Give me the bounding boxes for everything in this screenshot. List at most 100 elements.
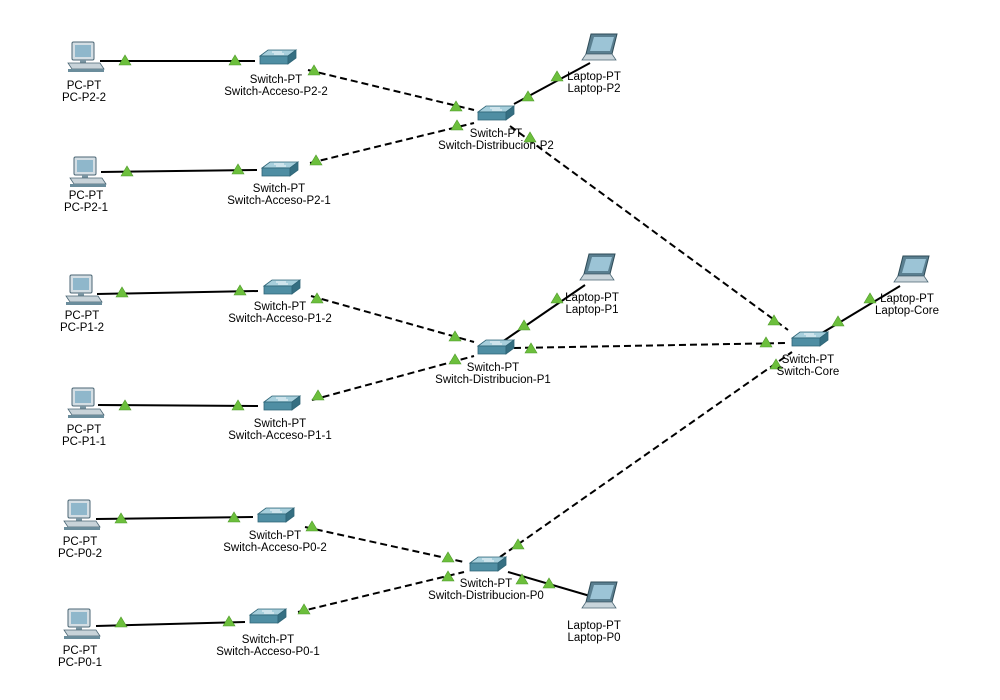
device-name-text: Laptop-Core xyxy=(875,305,939,317)
link-sw-d-p2-to-sw-core[interactable] xyxy=(509,125,789,331)
device-model-text: Switch-PT xyxy=(253,301,307,313)
laptop-icon[interactable] xyxy=(581,33,618,61)
switch-icon[interactable] xyxy=(790,331,830,347)
link-up-indicator xyxy=(233,284,247,296)
device-model-text: Laptop-PT xyxy=(880,293,934,305)
device-model-text: Switch-PT xyxy=(469,128,523,140)
link-up-indicator xyxy=(305,520,319,532)
link-up-indicator xyxy=(441,551,455,563)
device-name-text: Switch-Acceso-P0-2 xyxy=(223,542,327,554)
pc-icon[interactable] xyxy=(69,156,107,187)
link-up-indicator xyxy=(517,319,531,331)
device-name-text: PC-P1-1 xyxy=(61,436,107,448)
devices-layer xyxy=(63,33,930,639)
link-up-indicator xyxy=(769,358,783,370)
switch-icon[interactable] xyxy=(258,49,298,65)
device-name-text: Switch-Acceso-P1-2 xyxy=(228,313,332,325)
link-up-indicator xyxy=(231,163,245,175)
device-name-text: Switch-Distribucion-P1 xyxy=(435,374,551,386)
link-up-indicator xyxy=(222,615,236,627)
device-model-text: PC-PT xyxy=(64,310,100,322)
link-sw-a-p2-2-to-sw-d-p2[interactable] xyxy=(307,69,475,111)
device-name-text: Laptop-P2 xyxy=(567,83,621,95)
link-up-indicator xyxy=(767,314,781,326)
link-up-indicator xyxy=(118,399,132,411)
link-up-indicator xyxy=(542,577,556,589)
device-name-text: Switch-Acceso-P1-1 xyxy=(228,430,332,442)
device-model-text: PC-PT xyxy=(68,190,104,202)
device-model-text: Switch-PT xyxy=(248,530,302,542)
link-sw-a-p2-1-to-sw-d-p2[interactable] xyxy=(309,122,475,164)
link-up-indicator xyxy=(515,573,529,585)
switch-icon[interactable] xyxy=(262,279,302,295)
device-name-text: Laptop-P0 xyxy=(567,632,621,644)
device-model-text: Switch-PT xyxy=(241,634,295,646)
device-model-text: PC-PT xyxy=(62,645,98,657)
pc-icon[interactable] xyxy=(65,274,103,305)
switch-icon[interactable] xyxy=(262,395,302,411)
device-model-text: Switch-PT xyxy=(249,74,303,86)
device-model-text: Laptop-PT xyxy=(567,71,621,83)
link-up-indicator xyxy=(863,292,877,304)
device-model-text: Switch-PT xyxy=(459,578,513,590)
pc-icon[interactable] xyxy=(63,499,101,530)
link-sw-a-p1-1-to-sw-d-p1[interactable] xyxy=(311,355,475,401)
pc-icon[interactable] xyxy=(67,387,105,418)
switch-icon[interactable] xyxy=(260,161,300,177)
switch-icon[interactable] xyxy=(248,608,288,624)
switch-icon[interactable] xyxy=(256,507,296,523)
device-name-text: Switch-Acceso-P2-1 xyxy=(227,195,331,207)
device-model-text: Switch-PT xyxy=(253,418,307,430)
link-sw-d-p1-to-lap-p1[interactable] xyxy=(501,284,586,343)
link-up-indicator xyxy=(511,538,525,550)
device-name-text: PC-P0-1 xyxy=(57,657,103,669)
link-status-indicators xyxy=(114,54,877,628)
link-up-indicator xyxy=(450,119,464,131)
device-name-text: PC-P0-2 xyxy=(57,548,103,560)
device-name-text: Switch-Core xyxy=(776,366,840,378)
switch-icon[interactable] xyxy=(476,105,516,121)
laptop-icon[interactable] xyxy=(579,253,616,281)
link-up-indicator xyxy=(307,64,321,76)
laptop-icon[interactable] xyxy=(581,581,618,609)
device-name-text: PC-P1-2 xyxy=(59,322,105,334)
link-up-indicator xyxy=(550,70,564,82)
device-model-text: Switch-PT xyxy=(781,354,835,366)
link-sw-a-p1-2-to-sw-d-p1[interactable] xyxy=(310,295,475,343)
laptop-icon[interactable] xyxy=(893,255,930,283)
link-up-indicator xyxy=(114,616,128,628)
link-up-indicator xyxy=(521,90,535,102)
link-sw-a-p0-2-to-sw-d-p0[interactable] xyxy=(304,526,465,563)
device-model-text: Laptop-PT xyxy=(567,620,621,632)
device-model-text: PC-PT xyxy=(66,80,102,92)
pc-icon[interactable] xyxy=(67,41,105,72)
device-name-text: Switch-Acceso-P2-2 xyxy=(224,86,328,98)
link-sw-d-p0-to-sw-core[interactable] xyxy=(499,351,793,558)
link-up-indicator xyxy=(227,511,241,523)
link-up-indicator xyxy=(228,54,242,66)
link-up-indicator xyxy=(118,54,132,66)
device-model-text: Laptop-PT xyxy=(565,292,619,304)
pc-icon[interactable] xyxy=(63,608,101,639)
link-up-indicator xyxy=(441,570,455,582)
link-up-indicator xyxy=(310,292,324,304)
link-up-indicator xyxy=(523,131,537,143)
link-sw-d-p1-to-sw-core[interactable] xyxy=(513,342,789,349)
link-sw-a-p0-1-to-sw-d-p0[interactable] xyxy=(297,571,465,613)
link-up-indicator xyxy=(309,154,323,166)
switch-icon[interactable] xyxy=(476,339,516,355)
switch-icon[interactable] xyxy=(468,556,508,572)
